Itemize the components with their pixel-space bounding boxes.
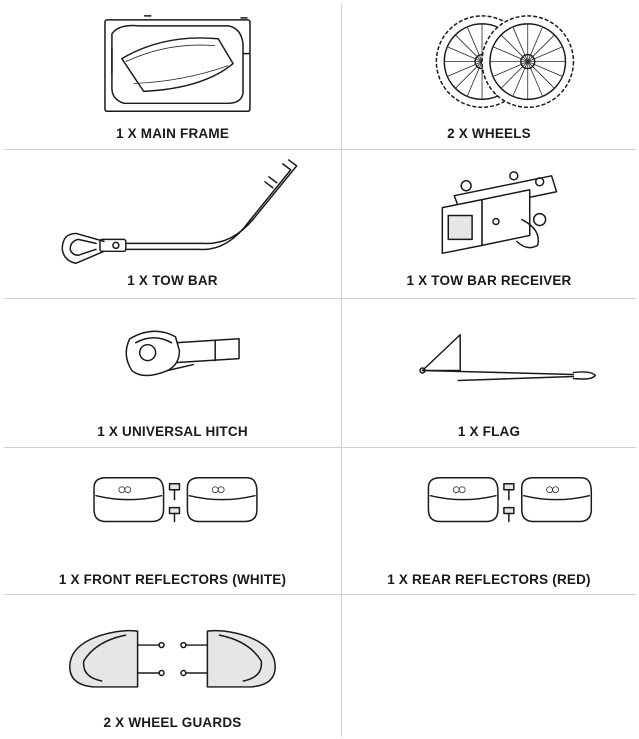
- part-label: 1 X REAR REFLECTORS (RED): [387, 572, 591, 587]
- front-reflectors-icon: [93, 477, 258, 523]
- wheels-icon: [435, 15, 575, 109]
- part-label: 1 X TOW BAR: [127, 273, 218, 288]
- part-cell-wheel-guards: 2 X WHEEL GUARDS: [4, 595, 342, 737]
- part-label: 2 X WHEELS: [447, 126, 531, 141]
- universal-hitch-icon: [125, 330, 240, 377]
- part-label: 1 X FLAG: [457, 424, 521, 439]
- part-label: 1 X FRONT REFLECTORS (WHITE): [58, 572, 287, 587]
- part-cell-tow-bar-receiver: 1 X TOW BAR RECEIVER: [342, 150, 636, 299]
- part-cell-flag: 1 X FLAG: [342, 299, 636, 448]
- parts-grid: 1 X MAIN FRAME: [4, 4, 636, 737]
- tow-bar-receiver-icon: [441, 171, 558, 255]
- wheel-guards-icon: [69, 629, 276, 688]
- rear-reflectors-icon: [427, 477, 593, 523]
- part-label: 1 X UNIVERSAL HITCH: [97, 424, 248, 439]
- part-cell-rear-reflectors: 1 X REAR REFLECTORS (RED): [342, 448, 636, 595]
- part-cell-main-frame: 1 X MAIN FRAME: [4, 4, 342, 150]
- tow-bar-icon: [61, 159, 298, 264]
- part-cell-empty: [342, 595, 636, 737]
- flag-icon: [419, 334, 597, 382]
- main-frame-icon: [104, 15, 251, 113]
- part-cell-tow-bar: 1 X TOW BAR: [4, 150, 342, 299]
- part-label: 1 X TOW BAR RECEIVER: [406, 273, 572, 288]
- part-cell-universal-hitch: 1 X UNIVERSAL HITCH: [4, 299, 342, 448]
- part-cell-wheels: 2 X WHEELS: [342, 4, 636, 150]
- part-cell-front-reflectors: 1 X FRONT REFLECTORS (WHITE): [4, 448, 342, 595]
- part-label: 1 X MAIN FRAME: [115, 126, 230, 141]
- part-label: 2 X WHEEL GUARDS: [103, 715, 242, 730]
